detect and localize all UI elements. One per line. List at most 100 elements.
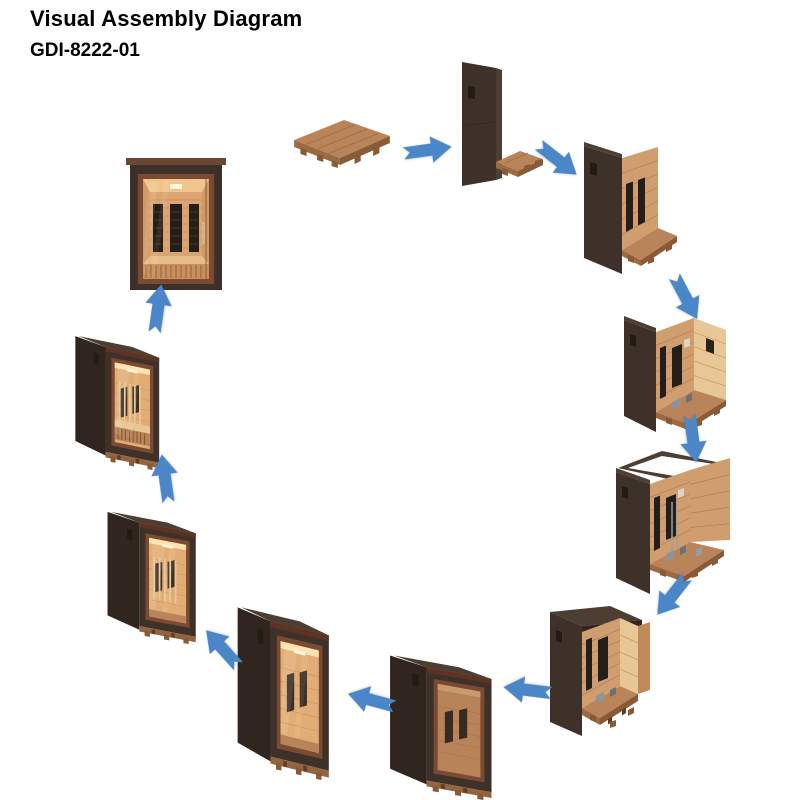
left-wall-top xyxy=(584,142,622,158)
towel-pole xyxy=(671,502,678,552)
step-6-illustration xyxy=(550,606,650,736)
assembly-step-10-bench-installed xyxy=(72,318,186,470)
interior-heaters xyxy=(286,670,307,713)
heater-panels xyxy=(153,204,199,252)
base-pallet xyxy=(139,626,196,643)
door-glass-sheen xyxy=(149,540,177,612)
step-3-illustration xyxy=(584,142,677,274)
arrow-icon xyxy=(347,686,397,713)
left-wall-top xyxy=(616,468,650,484)
assembly-step-5-roof-frame xyxy=(612,444,766,612)
assembly-step-11-assembly-complete-front-view xyxy=(124,152,228,294)
base-feet xyxy=(275,762,322,780)
side-vent xyxy=(93,352,99,366)
door-glass-sheen xyxy=(280,644,309,738)
side-wall xyxy=(107,511,140,630)
arrow-step-8-to-9 xyxy=(192,617,252,679)
model-number: GDI-8222-01 xyxy=(30,40,140,61)
backrest-slats xyxy=(118,381,141,430)
assembly-step-4-side-and-back-walls xyxy=(620,300,756,440)
side-wall xyxy=(75,336,106,456)
assembly-step-8-door-installed-interior-lit xyxy=(234,584,358,780)
step-10-illustration xyxy=(75,336,160,470)
equipment xyxy=(672,393,692,410)
heater-strip xyxy=(586,637,592,691)
front-cornice xyxy=(105,346,160,363)
side-vent xyxy=(257,628,264,645)
floor-top xyxy=(656,390,726,424)
interior-floor xyxy=(280,734,319,754)
wall-vent xyxy=(556,630,562,643)
arrow-step-9-to-10 xyxy=(146,448,184,508)
left-wall xyxy=(550,612,582,736)
door-glass-sheen xyxy=(114,365,141,438)
step-7-illustration xyxy=(390,655,492,800)
floor-feet xyxy=(666,407,720,427)
arrow-icon xyxy=(503,676,553,703)
step-8-illustration xyxy=(237,607,329,780)
wall-vent xyxy=(590,162,597,176)
right-wall xyxy=(689,458,731,542)
base-pallet xyxy=(105,451,160,469)
step-4-illustration xyxy=(624,316,727,432)
heater-strip xyxy=(654,495,660,551)
floor-top xyxy=(294,120,390,158)
floor-top xyxy=(582,686,638,718)
right-wall-outer xyxy=(638,622,650,694)
arrow-step-2-to-3 xyxy=(527,131,590,189)
arrow-step-6-to-7 xyxy=(497,672,556,709)
floor-feet xyxy=(628,243,672,264)
base-pallet xyxy=(426,780,492,799)
floor-feet xyxy=(590,707,634,728)
arrow-step-1-to-2 xyxy=(398,131,458,169)
control-panel xyxy=(598,636,608,682)
wall-vent xyxy=(630,334,636,347)
interior-heaters xyxy=(444,708,468,744)
bench xyxy=(143,256,209,279)
floor-feet xyxy=(300,147,380,168)
arrow-icon xyxy=(657,572,693,615)
arrow-icon xyxy=(145,284,172,334)
control-panel xyxy=(666,488,684,540)
arrow-step-10-to-11 xyxy=(139,278,177,338)
interior-floor xyxy=(149,609,187,624)
roof-top xyxy=(78,336,160,358)
floor-feet xyxy=(660,557,718,578)
roof-top xyxy=(111,511,196,534)
base-feet xyxy=(144,630,189,644)
right-wall xyxy=(619,618,639,694)
floor-top xyxy=(650,542,724,576)
right-wall xyxy=(693,318,727,400)
wall-vent xyxy=(468,86,475,99)
arrow-icon xyxy=(680,413,707,463)
side-vent xyxy=(412,673,419,687)
heater-strip xyxy=(660,345,666,399)
page-title: Visual Assembly Diagram xyxy=(30,6,303,31)
base-feet xyxy=(432,785,484,800)
equipment xyxy=(666,545,702,562)
roof-top xyxy=(394,655,492,679)
control-panel xyxy=(672,338,690,388)
floor-edges xyxy=(294,136,390,165)
side-wall xyxy=(237,607,271,762)
wall-vent xyxy=(622,486,628,499)
floor-top xyxy=(622,228,677,260)
interior-floor xyxy=(437,761,481,778)
assembly-step-2-first-wall-panel xyxy=(446,60,548,202)
cornice xyxy=(126,158,226,165)
floor-top xyxy=(496,151,543,171)
left-wall xyxy=(616,472,650,594)
arrow-step-4-to-5 xyxy=(674,409,712,469)
backrest-slats xyxy=(153,556,177,604)
side-vent xyxy=(126,527,133,541)
step-1-illustration xyxy=(294,120,390,168)
assembly-step-1-floor-base xyxy=(290,108,394,188)
header: Visual Assembly Diagram GDI-8222-01 xyxy=(30,6,302,62)
arrow-step-3-to-4 xyxy=(660,266,713,330)
step-11-illustration xyxy=(126,158,226,290)
left-wall xyxy=(624,320,656,432)
arrow-step-5-to-6 xyxy=(643,565,701,628)
door-glass-sheen xyxy=(143,182,170,279)
wall-edge xyxy=(496,68,502,180)
